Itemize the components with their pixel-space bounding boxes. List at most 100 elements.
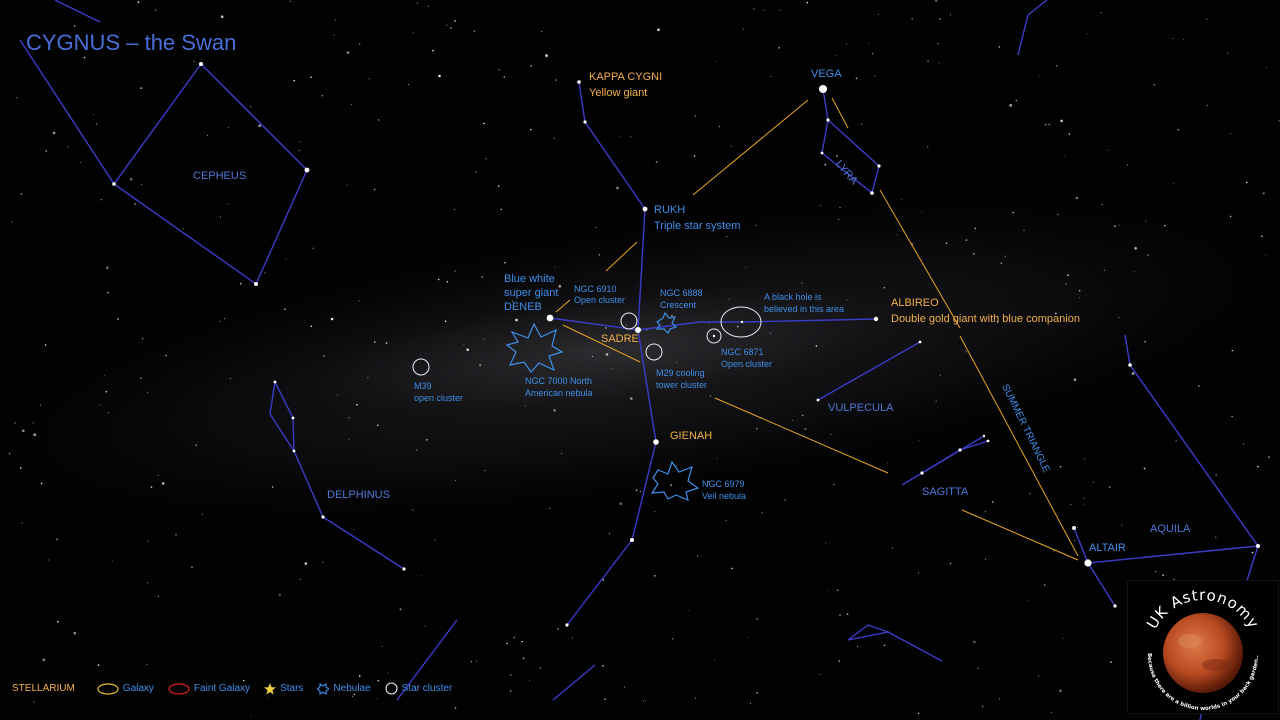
background-star — [234, 53, 236, 55]
background-star — [67, 146, 69, 148]
background-star — [920, 210, 922, 212]
ngc6871-name: NGC 6871 — [721, 347, 764, 357]
background-star — [561, 452, 563, 454]
background-star — [1265, 254, 1267, 256]
background-star — [801, 282, 803, 284]
background-star — [838, 219, 840, 220]
background-star — [1108, 486, 1111, 488]
background-star — [883, 286, 886, 289]
background-star — [1231, 349, 1234, 352]
background-star — [381, 646, 383, 647]
label-vulpecula: VULPECULA — [828, 402, 894, 414]
background-star — [48, 559, 50, 561]
background-star — [346, 184, 348, 186]
background-star — [350, 103, 353, 106]
background-star — [756, 618, 758, 620]
uk-astronomy-logo: UK Astronomy Because there are a billion… — [1127, 577, 1279, 714]
rukh-name: RUKH — [654, 204, 686, 216]
background-star — [996, 321, 999, 323]
legend-stars: Stars — [264, 682, 303, 695]
background-star — [602, 579, 605, 581]
background-star — [694, 697, 696, 699]
background-star — [432, 49, 434, 52]
background-star — [298, 149, 300, 151]
background-star — [161, 482, 165, 485]
background-star — [1143, 467, 1146, 470]
background-star — [857, 646, 859, 648]
background-star — [1134, 271, 1135, 273]
background-star — [424, 625, 426, 627]
background-star — [454, 20, 456, 22]
albireo-name: ALBIREO — [891, 297, 939, 309]
background-star — [1118, 224, 1120, 226]
background-star — [953, 319, 955, 320]
background-star — [630, 397, 633, 400]
background-star — [399, 608, 402, 610]
background-star — [731, 567, 733, 570]
background-star — [408, 84, 410, 85]
background-star — [939, 374, 941, 376]
background-star — [83, 56, 86, 59]
kappa-cygni-name: KAPPA CYGNI — [589, 71, 663, 83]
label-aquila: AQUILA — [1150, 523, 1191, 535]
background-star — [16, 97, 18, 99]
background-star — [485, 157, 488, 160]
background-star — [1206, 18, 1208, 20]
label-deneb: Blue white super giant DENEB — [504, 273, 558, 314]
m39-circle — [412, 358, 430, 376]
background-star — [927, 60, 929, 63]
background-star — [1144, 341, 1146, 343]
background-star — [500, 208, 503, 211]
background-star — [44, 344, 47, 346]
background-star — [529, 680, 531, 682]
background-star — [1230, 133, 1232, 134]
ngc7000-desc: American nebula — [525, 388, 593, 398]
background-star — [454, 479, 456, 481]
background-star — [1000, 262, 1003, 265]
background-star — [513, 636, 516, 639]
background-star — [97, 664, 100, 666]
background-star — [450, 27, 452, 29]
background-star — [434, 539, 436, 541]
background-star — [466, 348, 470, 352]
background-star — [891, 547, 893, 549]
background-star — [279, 594, 281, 596]
background-star — [1086, 33, 1088, 35]
background-star — [240, 282, 242, 285]
background-star — [1043, 584, 1046, 586]
background-star — [846, 613, 849, 615]
kappa-cygni-desc: Yellow giant — [589, 87, 648, 99]
background-star — [377, 119, 380, 121]
background-star — [175, 534, 177, 536]
background-star — [484, 470, 486, 472]
background-star — [609, 533, 610, 535]
background-star — [1044, 123, 1047, 126]
background-star — [1145, 220, 1147, 222]
background-star — [896, 234, 898, 236]
background-star — [1215, 536, 1217, 539]
m29-desc: tower cluster — [656, 380, 708, 390]
background-star — [1065, 283, 1067, 285]
ngc7000-name: NGC 7000 North — [525, 376, 593, 386]
background-star — [554, 266, 556, 268]
background-star — [1059, 466, 1062, 468]
background-star — [756, 692, 758, 694]
background-star — [670, 484, 672, 486]
background-star — [646, 329, 648, 331]
background-star — [454, 707, 457, 709]
background-star — [1083, 458, 1085, 460]
background-star — [8, 452, 11, 455]
ngc6910-name: NGC 6910 — [574, 284, 617, 294]
background-star — [33, 701, 35, 703]
background-star — [815, 345, 818, 347]
legend-source: STELLARIUM — [12, 683, 75, 694]
background-star — [604, 698, 606, 701]
background-star — [558, 285, 562, 288]
background-star — [476, 660, 477, 662]
background-star — [358, 300, 360, 302]
background-star — [846, 43, 847, 45]
background-star — [1004, 255, 1006, 257]
label-black-hole: A black hole is believed in this area — [764, 291, 844, 315]
background-star — [1048, 123, 1050, 126]
background-star — [708, 322, 710, 324]
